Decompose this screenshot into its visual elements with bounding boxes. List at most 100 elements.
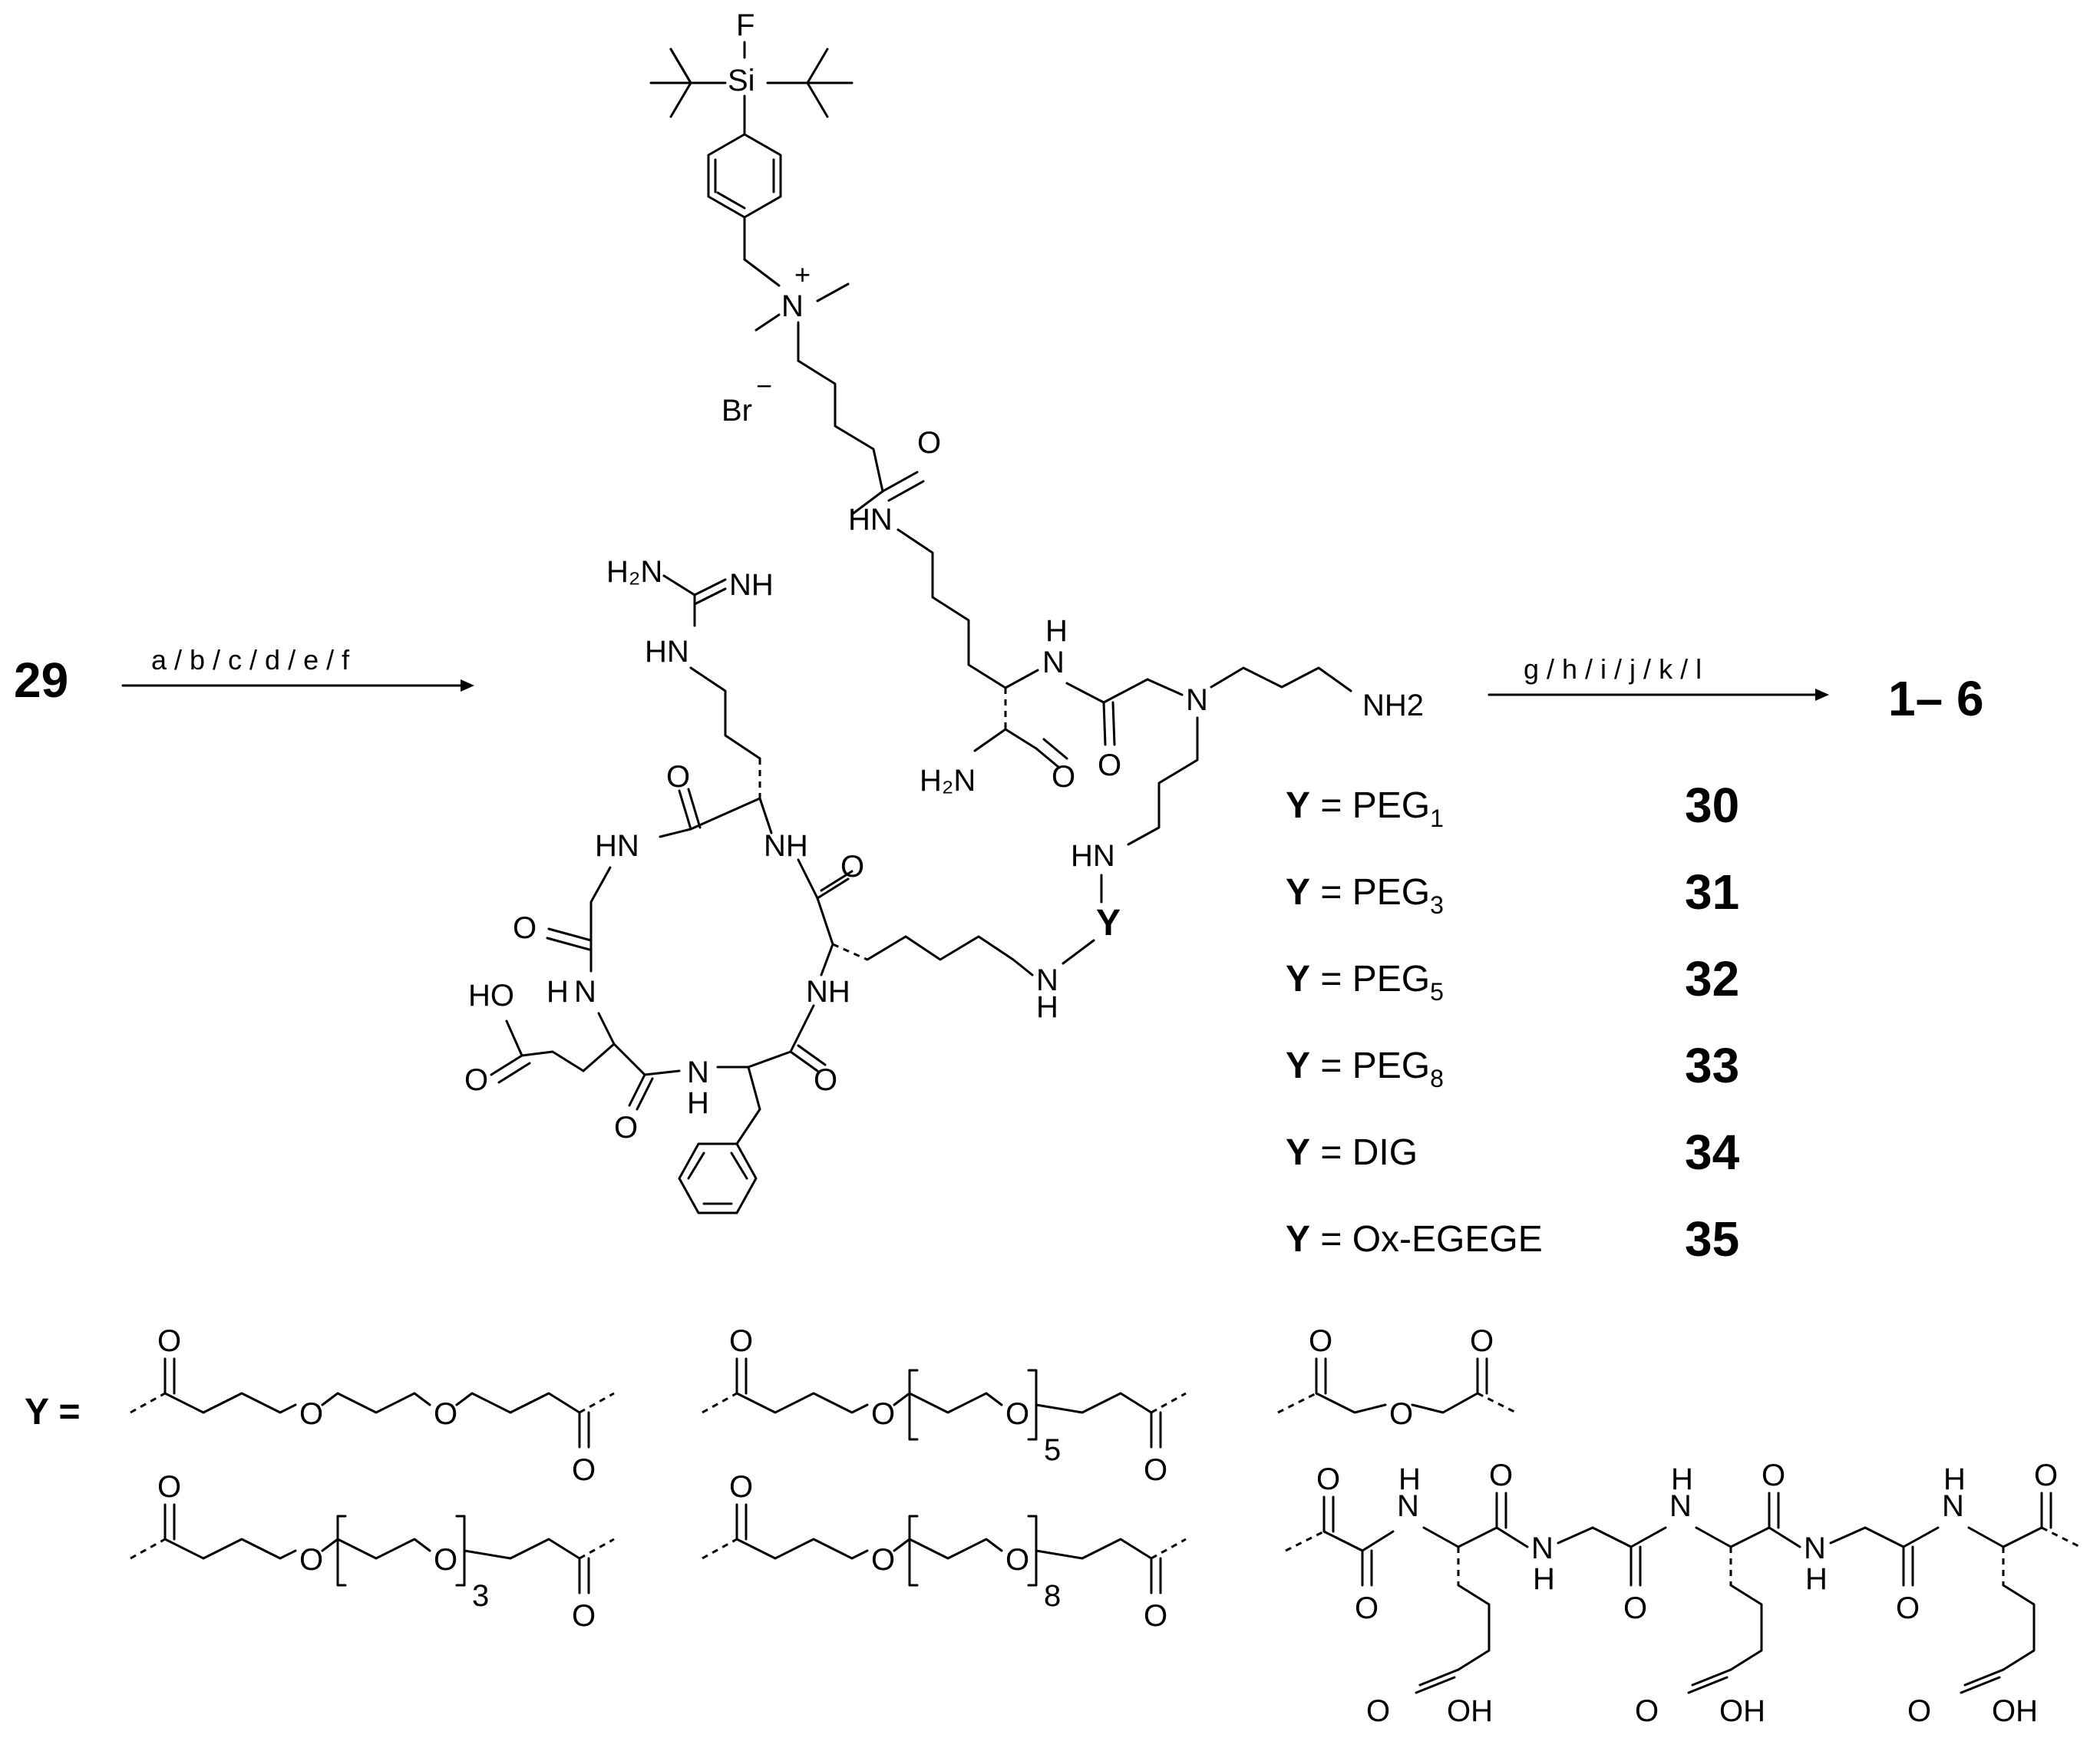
atom-H-amideNH: H: [1045, 614, 1068, 648]
variant-row: Y = PEG8 33: [1286, 1038, 1739, 1093]
atom-NH-ring3: N: [687, 1056, 709, 1089]
step1-reagents: a / b / c / d / e / f: [151, 644, 350, 676]
ox-H1: H: [1398, 1462, 1421, 1496]
bromide-label: Br: [721, 394, 752, 428]
variant-eq: =: [1310, 872, 1352, 913]
variant-name: PEG: [1352, 785, 1430, 826]
peg8-repeat-count: 8: [1044, 1579, 1061, 1613]
atom-HN-1: HN: [848, 503, 893, 537]
lysine-linker: H N O H₂N O N NH2 HN Y N H: [896, 528, 1424, 1024]
dig-O-carbonyl2: O: [1470, 1324, 1494, 1358]
ox-OH1: OH: [1447, 1694, 1493, 1728]
atom-O-amide3: O: [1098, 748, 1121, 782]
peg8-O-ether1: O: [871, 1543, 895, 1577]
peg5-repeat-count: 5: [1044, 1433, 1061, 1467]
charge-plus: +: [794, 259, 811, 290]
peg5-O-ether1: O: [871, 1397, 895, 1431]
ox-H3: H: [1671, 1462, 1693, 1496]
peg8-O-ether2: O: [1005, 1543, 1029, 1577]
peg5-O-carbonyl2: O: [1144, 1453, 1167, 1487]
atom-O-ring5: O: [840, 850, 864, 884]
peg3-O-ether2: O: [434, 1543, 457, 1577]
linker-peg5: O O O 5 O: [702, 1324, 1187, 1487]
atom-NH-guan: NH: [729, 568, 774, 602]
atom-NH-ring4: NH: [806, 975, 850, 1009]
atom-H2N-guan: H₂N: [606, 555, 662, 589]
y-equals-label: Y =: [25, 1392, 81, 1432]
atom-NH-ring-side: N: [1036, 963, 1058, 997]
atom-H2N: H₂N: [920, 764, 976, 798]
variant-compound-number: 32: [1685, 951, 1739, 1006]
start-compound-label: 29: [14, 653, 68, 708]
atom-H-ring3: H: [687, 1086, 709, 1120]
atom-Si: Si: [728, 64, 755, 97]
ox-H2: H: [1533, 1562, 1555, 1596]
atom-N-tert: N: [1186, 683, 1208, 717]
atom-O-amide1: O: [917, 426, 941, 460]
variant-linker: Y = PEG8: [1286, 1046, 1444, 1092]
arrow-2-head: [1815, 689, 1829, 701]
ox-O2: O: [1355, 1591, 1379, 1625]
linker-ox-egege: O O N H O OH O N H O N H O OH: [1285, 1459, 2081, 1728]
variant-linker: Y = PEG5: [1286, 959, 1444, 1006]
variant-compound-number: 31: [1685, 864, 1739, 920]
step2-reagents: g / h / i / j / k / l: [1524, 653, 1702, 685]
linker-dig: O O O: [1277, 1324, 1517, 1431]
variant-subscript: 1: [1430, 805, 1444, 832]
peg5-O-carbonyl1: O: [729, 1324, 753, 1358]
atom-HN-Y: HN: [1071, 839, 1115, 873]
atom-N-plus: N: [781, 289, 804, 323]
variant-subscript: 3: [1430, 891, 1444, 919]
linker-peg3: O O O 3 O: [130, 1470, 615, 1633]
variant-y: Y: [1286, 1132, 1310, 1173]
peg3-O-ether1: O: [299, 1543, 323, 1577]
sifa-group: F Si N + Br − O HN: [649, 8, 941, 537]
variant-eq: =: [1310, 959, 1352, 1000]
variant-linker: Y = Ox-EGEGE: [1286, 1219, 1543, 1260]
ox-O4: O: [1623, 1591, 1647, 1625]
atom-O-ring4: O: [814, 1063, 837, 1097]
ox-O6: O: [1896, 1591, 1920, 1625]
peg3-O-carbonyl1: O: [157, 1470, 181, 1504]
atom-O-amide2: O: [1052, 760, 1075, 794]
variant-eq: =: [1310, 1046, 1352, 1086]
ox-O-acid3: O: [1907, 1694, 1931, 1728]
atom-N-amideNH: N: [1042, 646, 1065, 679]
ox-OH3: OH: [1992, 1694, 2038, 1728]
ox-NH2: N: [1531, 1531, 1554, 1565]
ox-H5: H: [1943, 1462, 1966, 1496]
variant-y: Y: [1286, 872, 1310, 913]
ox-NH5: N: [1942, 1489, 1964, 1523]
variant-y: Y: [1286, 785, 1310, 826]
atom-N-ring2: N: [574, 975, 596, 1009]
variant-compound-number: 33: [1685, 1038, 1739, 1093]
ox-OH2: OH: [1719, 1694, 1765, 1728]
atom-O-acid: O: [464, 1063, 488, 1097]
ox-O-acid1: O: [1366, 1694, 1390, 1728]
ox-O5: O: [1762, 1459, 1785, 1492]
variant-eq: =: [1310, 1219, 1352, 1260]
peg8-O-carbonyl1: O: [729, 1470, 753, 1504]
peg1-O-ether2: O: [434, 1397, 457, 1431]
variant-name: PEG: [1352, 1046, 1430, 1086]
variant-linker: Y = DIG: [1286, 1132, 1418, 1173]
atom-HN-ring1: HN: [595, 829, 639, 863]
linker-peg1: O O O O: [130, 1324, 615, 1487]
peg1-O-carbonyl1: O: [157, 1324, 181, 1358]
variant-y: Y: [1286, 1046, 1310, 1086]
peg5-O-ether2: O: [1005, 1397, 1029, 1431]
variant-name: PEG: [1352, 872, 1430, 913]
peg3-O-carbonyl2: O: [572, 1599, 596, 1633]
variant-eq: =: [1310, 1132, 1352, 1173]
arrow-1-head: [461, 679, 474, 692]
atom-H-ring2: H: [546, 975, 569, 1009]
variant-eq: =: [1310, 785, 1352, 826]
peg1-O-ether1: O: [299, 1397, 323, 1431]
ox-NH4: N: [1804, 1531, 1826, 1565]
variant-name: DIG: [1352, 1132, 1418, 1173]
